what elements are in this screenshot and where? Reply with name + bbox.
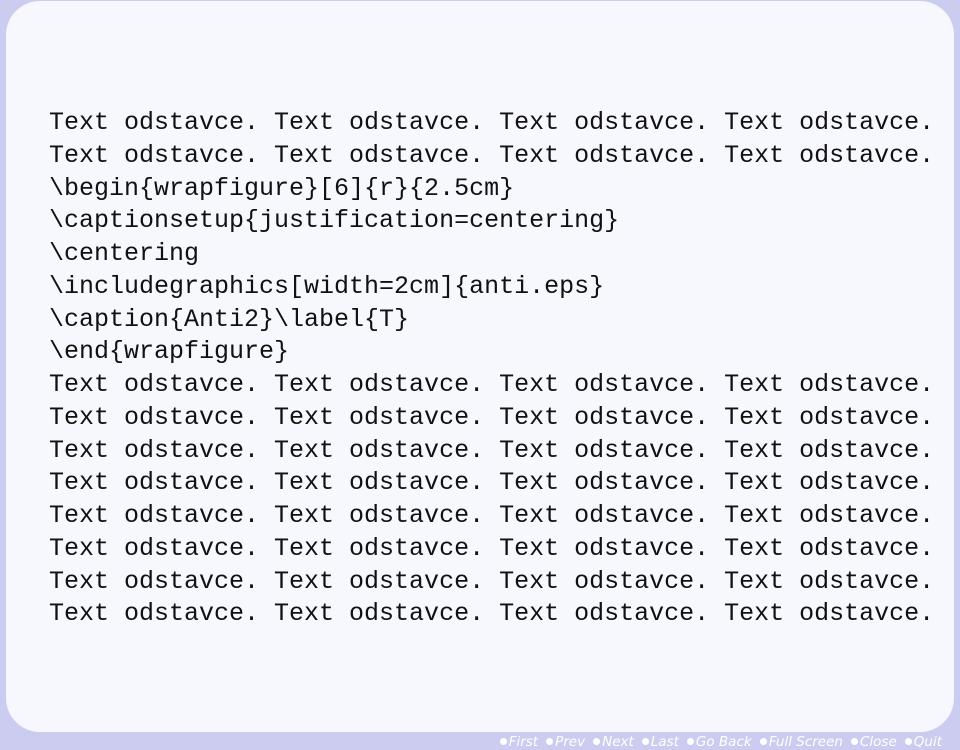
nav-go-back-link[interactable]: Go Back [686,733,752,750]
bullet-icon [686,738,694,745]
bullet-icon [759,738,767,745]
bullet-icon [850,738,858,745]
nav-last-label: Last [650,733,679,750]
bullet-icon [904,738,912,745]
nav-go-back-label: Go Back [695,733,752,750]
nav-close-link[interactable]: Close [850,733,897,750]
code-line: Text odstavce. Text odstavce. Text odsta… [49,468,935,498]
nav-quit-label: Quit [913,733,942,750]
nav-first-link[interactable]: First [499,733,539,750]
code-line: \end{wrapfigure} [49,337,290,367]
nav-next-label: Next [602,733,634,750]
code-line: \centering [49,239,200,268]
code-line: Text odstavce. Text odstavce. Text odsta… [49,533,935,563]
bullet-icon [499,738,507,745]
code-line: Text odstavce. Text odstavce. Text odsta… [49,140,935,170]
nav-full-screen-link[interactable]: Full Screen [759,733,843,750]
code-line: \includegraphics[width=2cm]{anti.eps} [49,271,605,301]
nav-next-link[interactable]: Next [593,734,634,750]
code-line: Text odstavce. Text odstavce. Text odsta… [49,108,935,137]
nav-prev-label: Prev [555,733,586,750]
code-line: Text odstavce. Text odstavce. Text odsta… [49,435,935,465]
nav-quit-link[interactable]: Quit [904,733,942,750]
code-line: \begin{wrapfigure}[6]{r}{2.5cm} [49,173,515,203]
code-line: Text odstavce. Text odstavce. Text odsta… [49,402,935,432]
code-line: Text odstavce. Text odstavce. Text odsta… [49,599,935,629]
code-line: Text odstavce. Text odstavce. Text odsta… [49,501,935,530]
code-line: Text odstavce. Text odstavce. Text odsta… [49,566,935,596]
nav-full-screen-label: Full Screen [768,733,843,750]
navigation-bar: First Prev Next Last Go Back Full Screen… [492,733,942,750]
bullet-icon [546,738,554,745]
bullet-icon [641,738,649,745]
bullet-icon [593,738,601,745]
code-line: \caption{Anti2}\label{T} [49,304,410,334]
code-line: \captionsetup{justification=centering} [49,206,620,236]
code-line: Text odstavce. Text odstavce. Text odsta… [49,370,935,399]
nav-last-link[interactable]: Last [641,733,679,750]
nav-first-label: First [508,733,539,750]
slide-page: Text odstavce. Text odstavce. Text odsta… [6,1,954,732]
nav-prev-link[interactable]: Prev [546,734,585,750]
code-listing: Text odstavce. Text odstavce. Text odsta… [49,107,934,631]
nav-close-label: Close [859,733,897,750]
